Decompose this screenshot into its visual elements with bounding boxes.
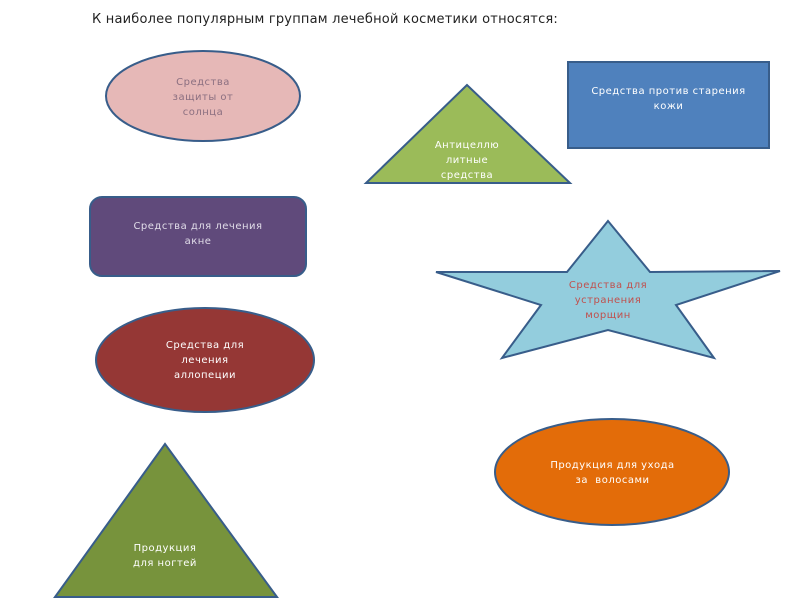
hair-care-label: Продукция для ухода за волосами: [530, 458, 695, 488]
label-line: акне: [184, 236, 212, 247]
hair-care-ellipse[interactable]: [494, 418, 730, 526]
acne-rounded-rectangle[interactable]: [89, 196, 307, 277]
sun-protection-label: Средства защиты от солнца: [148, 75, 258, 120]
nails-label: Продукция для ногтей: [110, 541, 220, 571]
label-line: для ногтей: [133, 558, 197, 569]
label-line: Средства: [176, 77, 230, 88]
wrinkles-star[interactable]: [435, 219, 781, 360]
label-line: устранения: [574, 295, 642, 306]
label-line: Продукция для ухода: [550, 460, 675, 471]
label-line: Средства для лечения: [133, 221, 263, 232]
label-line: защиты от: [172, 92, 234, 103]
anticellulite-triangle[interactable]: [363, 83, 573, 184]
label-line: за волосами: [575, 475, 650, 486]
label-line: средства: [440, 170, 494, 181]
label-line: лечения: [181, 355, 229, 366]
label-line: Продукция: [133, 543, 197, 554]
sun-protection-ellipse[interactable]: [105, 50, 301, 142]
wrinkles-label: Средства для устранения морщин: [553, 278, 663, 323]
label-line: аллопеции: [173, 370, 237, 381]
acne-label: Средства для лечения акне: [92, 219, 304, 249]
label-line: солнца: [182, 107, 224, 118]
anti-aging-label: Средства против старения кожи: [570, 84, 767, 114]
anticellulite-label: Антицеллю литные средства: [412, 138, 522, 183]
label-line: Средства для: [165, 340, 245, 351]
page-title: К наиболее популярным группам лечебной к…: [92, 12, 559, 27]
anti-aging-rectangle[interactable]: [567, 61, 770, 149]
label-line: Средства против старения: [591, 86, 746, 97]
label-line: морщин: [585, 310, 631, 321]
nails-triangle[interactable]: [53, 442, 279, 598]
label-line: Антицеллю: [434, 140, 500, 151]
label-line: Средства для: [568, 280, 648, 291]
alopecia-label: Средства для лечения аллопеции: [150, 338, 260, 383]
label-line: литные: [445, 155, 489, 166]
label-line: кожи: [653, 101, 684, 112]
alopecia-ellipse[interactable]: [95, 307, 315, 413]
